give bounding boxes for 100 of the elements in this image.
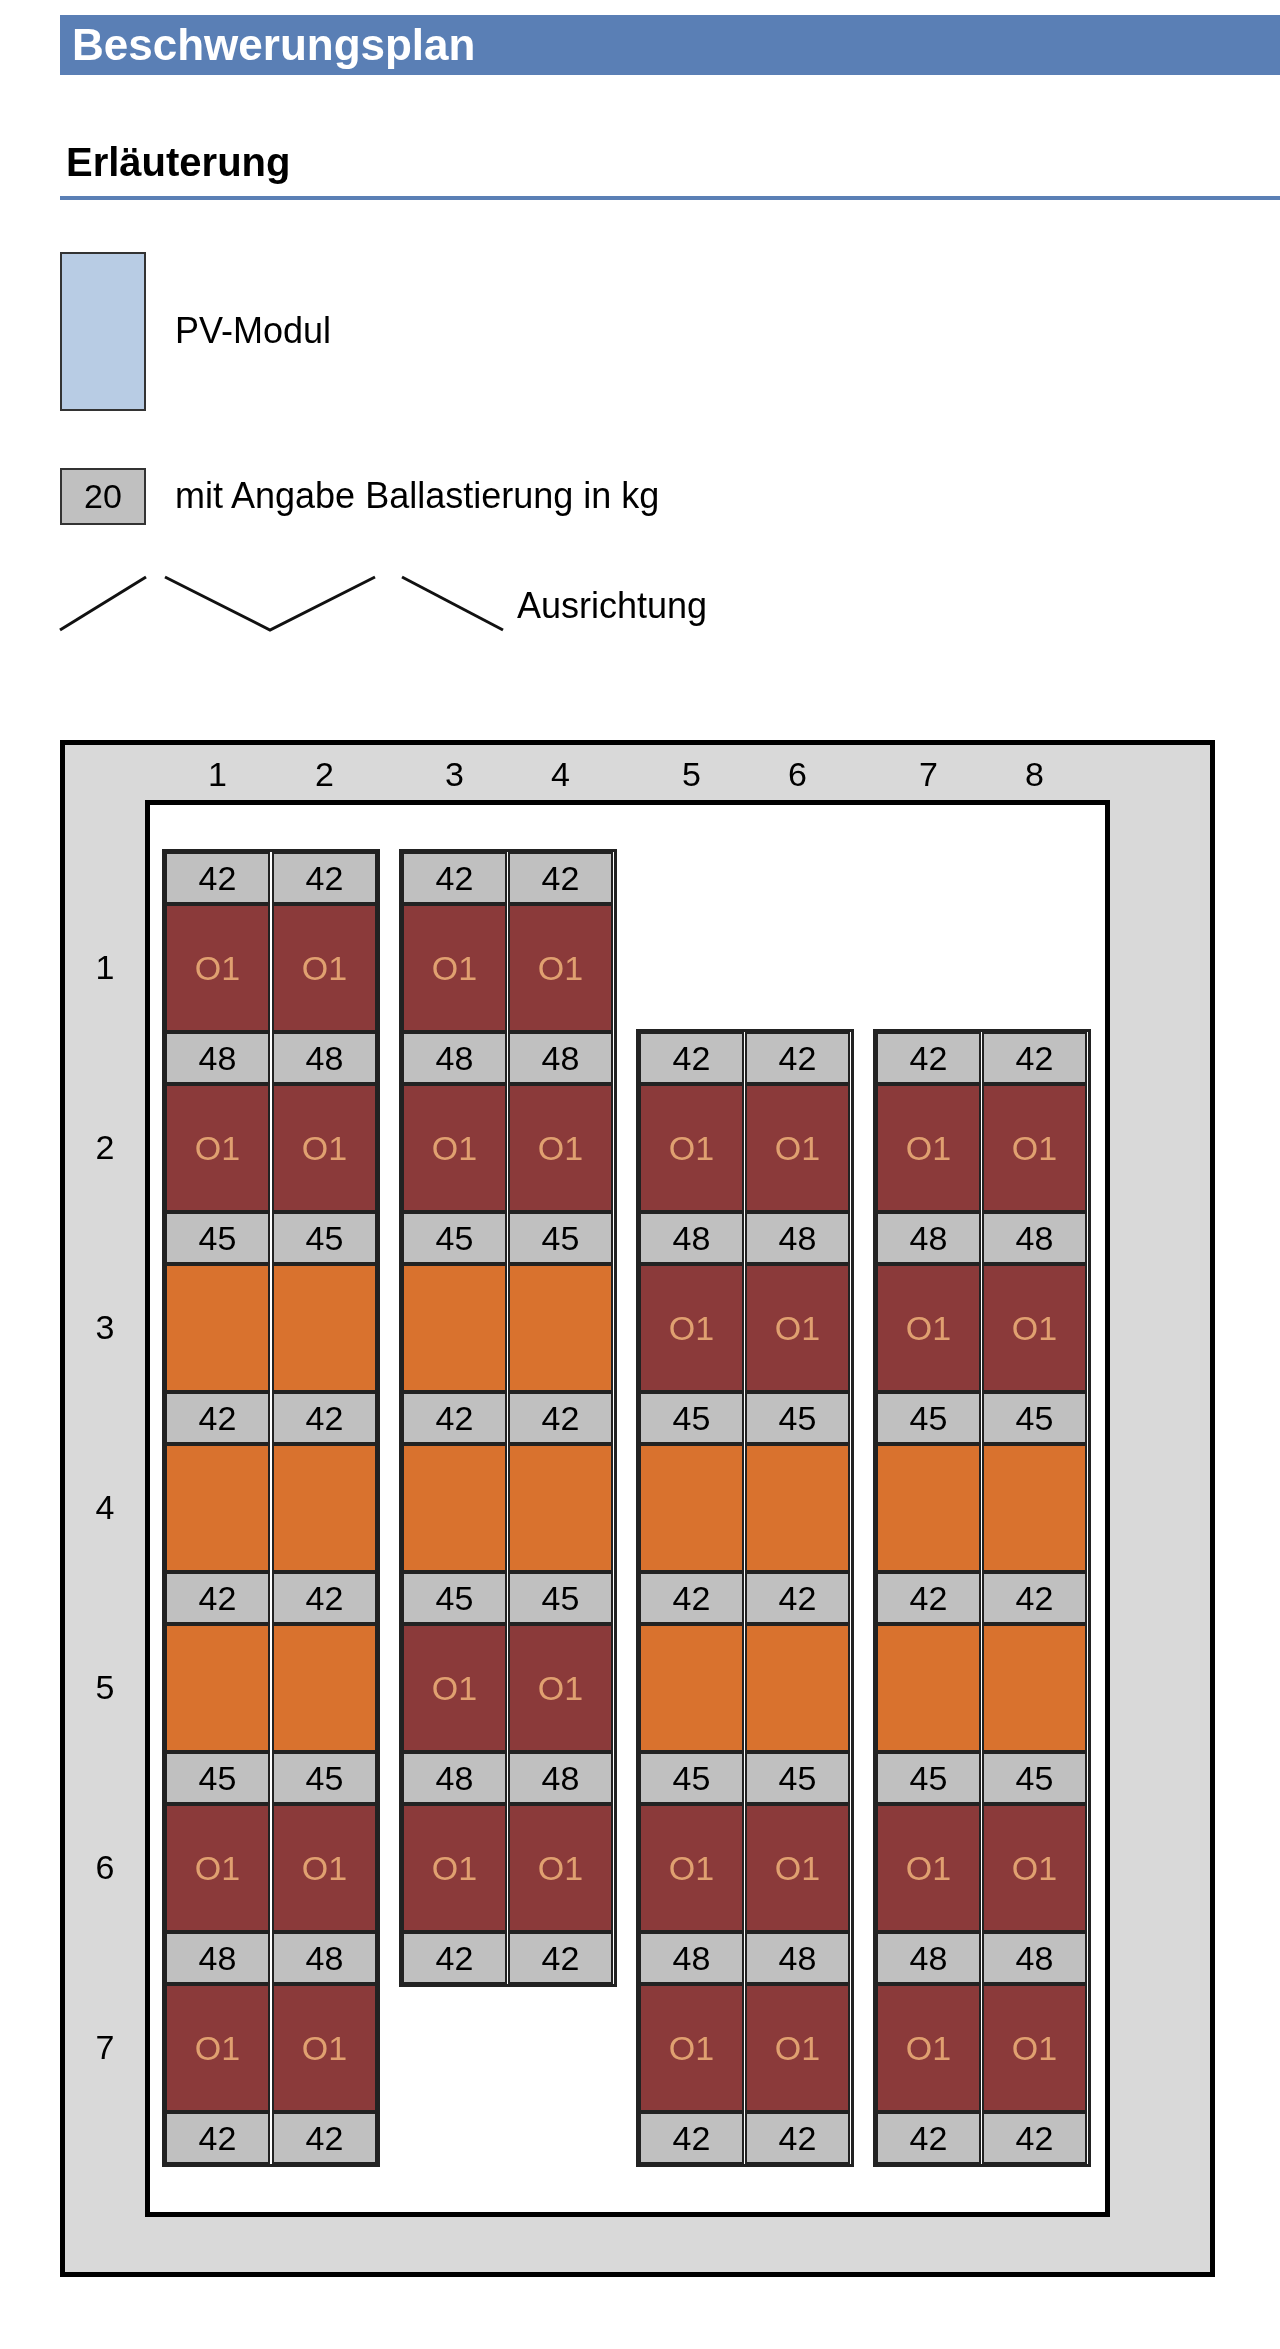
pv-module: O1: [508, 1804, 613, 1932]
ballast-block: 45: [982, 1392, 1087, 1444]
pv-module: O1: [745, 1264, 850, 1392]
column-number: 7: [918, 755, 939, 794]
ballast-block: 42: [402, 1392, 507, 1444]
ballast-block: 45: [272, 1212, 377, 1264]
pv-module: [402, 1264, 507, 1392]
pv-module: [272, 1624, 377, 1752]
ballast-block: 45: [639, 1392, 744, 1444]
row-number: 5: [94, 1668, 116, 1707]
column-number: 8: [1024, 755, 1045, 794]
pv-module: O1: [982, 1084, 1087, 1212]
ballast-block: 48: [876, 1932, 981, 1984]
ballast-block: 45: [639, 1752, 744, 1804]
ballast-block: 45: [508, 1572, 613, 1624]
pv-module: [639, 1624, 744, 1752]
ballast-block: 42: [745, 1572, 850, 1624]
pv-module: O1: [402, 1084, 507, 1212]
ballast-block: 42: [272, 2112, 377, 2164]
pv-module: [272, 1444, 377, 1572]
pv-module: [982, 1444, 1087, 1572]
legend-text: Ausrichtung: [517, 585, 708, 627]
ballast-block: 48: [165, 1032, 270, 1084]
section-heading: Erläuterung: [66, 140, 291, 185]
ballast-block: 42: [876, 1572, 981, 1624]
ballast-block: 42: [876, 1032, 981, 1084]
ballast-block: 48: [876, 1212, 981, 1264]
pv-module: [508, 1444, 613, 1572]
ballast-block: 42: [745, 2112, 850, 2164]
ballast-block: 42: [508, 1932, 613, 1984]
ballast-block: 42: [165, 1392, 270, 1444]
ballast-block: 42: [272, 1392, 377, 1444]
ballast-block: 42: [165, 852, 270, 904]
ballast-block: 42: [402, 852, 507, 904]
pv-module: O1: [639, 1984, 744, 2112]
row-number: 2: [94, 1128, 116, 1167]
ballast-block: 42: [402, 1932, 507, 1984]
ballast-block: 45: [876, 1752, 981, 1804]
ballast-block: 42: [508, 852, 613, 904]
ballast-block: 48: [745, 1932, 850, 1984]
pv-module: O1: [402, 904, 507, 1032]
pv-module: [745, 1624, 850, 1752]
pv-module: O1: [982, 1264, 1087, 1392]
pv-module: [982, 1624, 1087, 1752]
legend-text: mit Angabe Ballastierung in kg: [175, 475, 660, 517]
pv-module: O1: [876, 1984, 981, 2112]
title-bar: Beschwerungsplan: [60, 15, 1280, 75]
ballast-block: 42: [982, 1032, 1087, 1084]
pv-module: O1: [982, 1984, 1087, 2112]
row-number: 6: [94, 1848, 116, 1887]
column-number: 4: [550, 755, 571, 794]
pv-module: [876, 1624, 981, 1752]
ballast-block: 45: [402, 1212, 507, 1264]
ballast-block: 42: [982, 1572, 1087, 1624]
pv-module: O1: [745, 1804, 850, 1932]
pv-module: O1: [639, 1264, 744, 1392]
ballast-block: 42: [876, 2112, 981, 2164]
ballast-block: 45: [876, 1392, 981, 1444]
column-number: 3: [444, 755, 465, 794]
ballast-block: 42: [272, 852, 377, 904]
ballast-block: 45: [745, 1752, 850, 1804]
pv-module: O1: [876, 1084, 981, 1212]
pv-module: O1: [508, 904, 613, 1032]
pv-module: [639, 1444, 744, 1572]
ballast-block: 42: [639, 2112, 744, 2164]
column-number: 1: [207, 755, 228, 794]
pv-module: O1: [165, 1804, 270, 1932]
pv-module: O1: [272, 1084, 377, 1212]
pv-module: O1: [508, 1624, 613, 1752]
pv-module: O1: [165, 904, 270, 1032]
ballast-block: 48: [402, 1752, 507, 1804]
ballast-block: 42: [165, 1572, 270, 1624]
ballast-block: 45: [165, 1752, 270, 1804]
pv-module: O1: [876, 1804, 981, 1932]
ballast-block: 42: [982, 2112, 1087, 2164]
ballast-block: 42: [165, 2112, 270, 2164]
ballast-block: 42: [639, 1032, 744, 1084]
pv-module: O1: [745, 1084, 850, 1212]
ballast-block: 48: [272, 1932, 377, 1984]
row-number: 1: [94, 948, 116, 987]
ballast-block: 42: [272, 1572, 377, 1624]
pv-module: O1: [639, 1804, 744, 1932]
ballast-block: 48: [508, 1752, 613, 1804]
pv-module: O1: [272, 1804, 377, 1932]
ballast-block: 45: [165, 1212, 270, 1264]
pv-module: O1: [876, 1264, 981, 1392]
row-number: 4: [94, 1488, 116, 1527]
ballast-block: 48: [639, 1932, 744, 1984]
column-number: 5: [681, 755, 702, 794]
pv-module: [508, 1264, 613, 1392]
legend-text: PV-Modul: [175, 310, 332, 352]
ballast-block: 42: [639, 1572, 744, 1624]
pv-module: [165, 1444, 270, 1572]
ballast-block: 48: [272, 1032, 377, 1084]
pv-module: O1: [165, 1084, 270, 1212]
pv-module: O1: [639, 1084, 744, 1212]
pv-module: [745, 1444, 850, 1572]
pv-module: [402, 1444, 507, 1572]
pv-module: [165, 1264, 270, 1392]
ballast-block: 48: [745, 1212, 850, 1264]
